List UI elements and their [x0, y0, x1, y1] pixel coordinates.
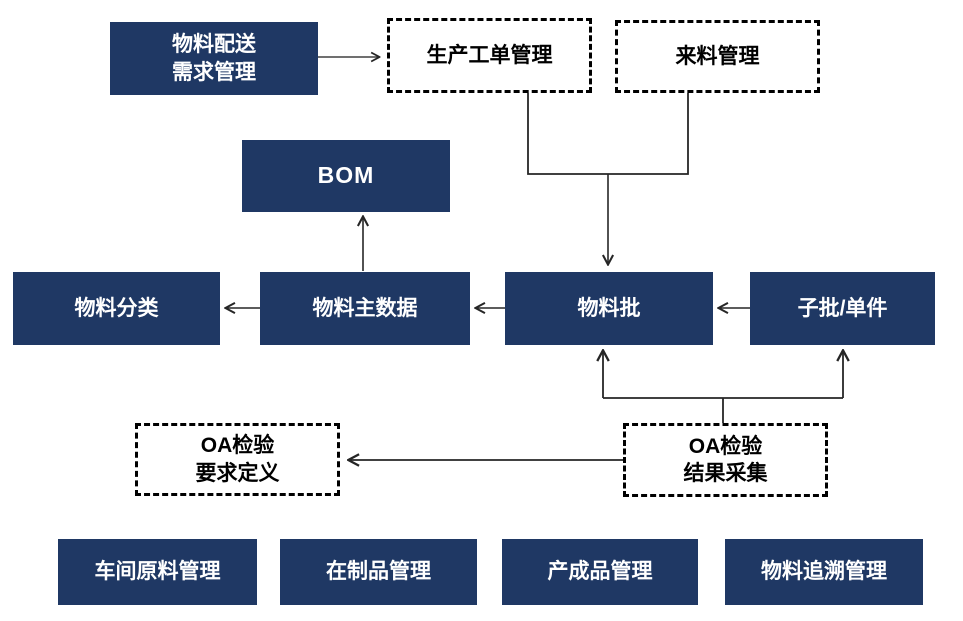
node-qa-result-collection: OA检验 结果采集 [623, 423, 828, 497]
node-incoming-material: 来料管理 [615, 20, 820, 93]
node-workshop-raw-material: 车间原料管理 [58, 539, 257, 605]
node-finished-product: 产成品管理 [502, 539, 698, 605]
node-sub-batch-unit: 子批/单件 [750, 272, 935, 345]
node-production-work-order: 生产工单管理 [387, 18, 592, 93]
node-material-category: 物料分类 [13, 272, 220, 345]
node-material-batch: 物料批 [505, 272, 713, 345]
node-bom: BOM [242, 140, 450, 212]
node-qa-requirement-definition: OA检验 要求定义 [135, 423, 340, 496]
node-material-master-data: 物料主数据 [260, 272, 470, 345]
node-material-distribution-demand: 物料配送 需求管理 [110, 22, 318, 95]
node-material-traceability: 物料追溯管理 [725, 539, 923, 605]
node-wip-management: 在制品管理 [280, 539, 477, 605]
